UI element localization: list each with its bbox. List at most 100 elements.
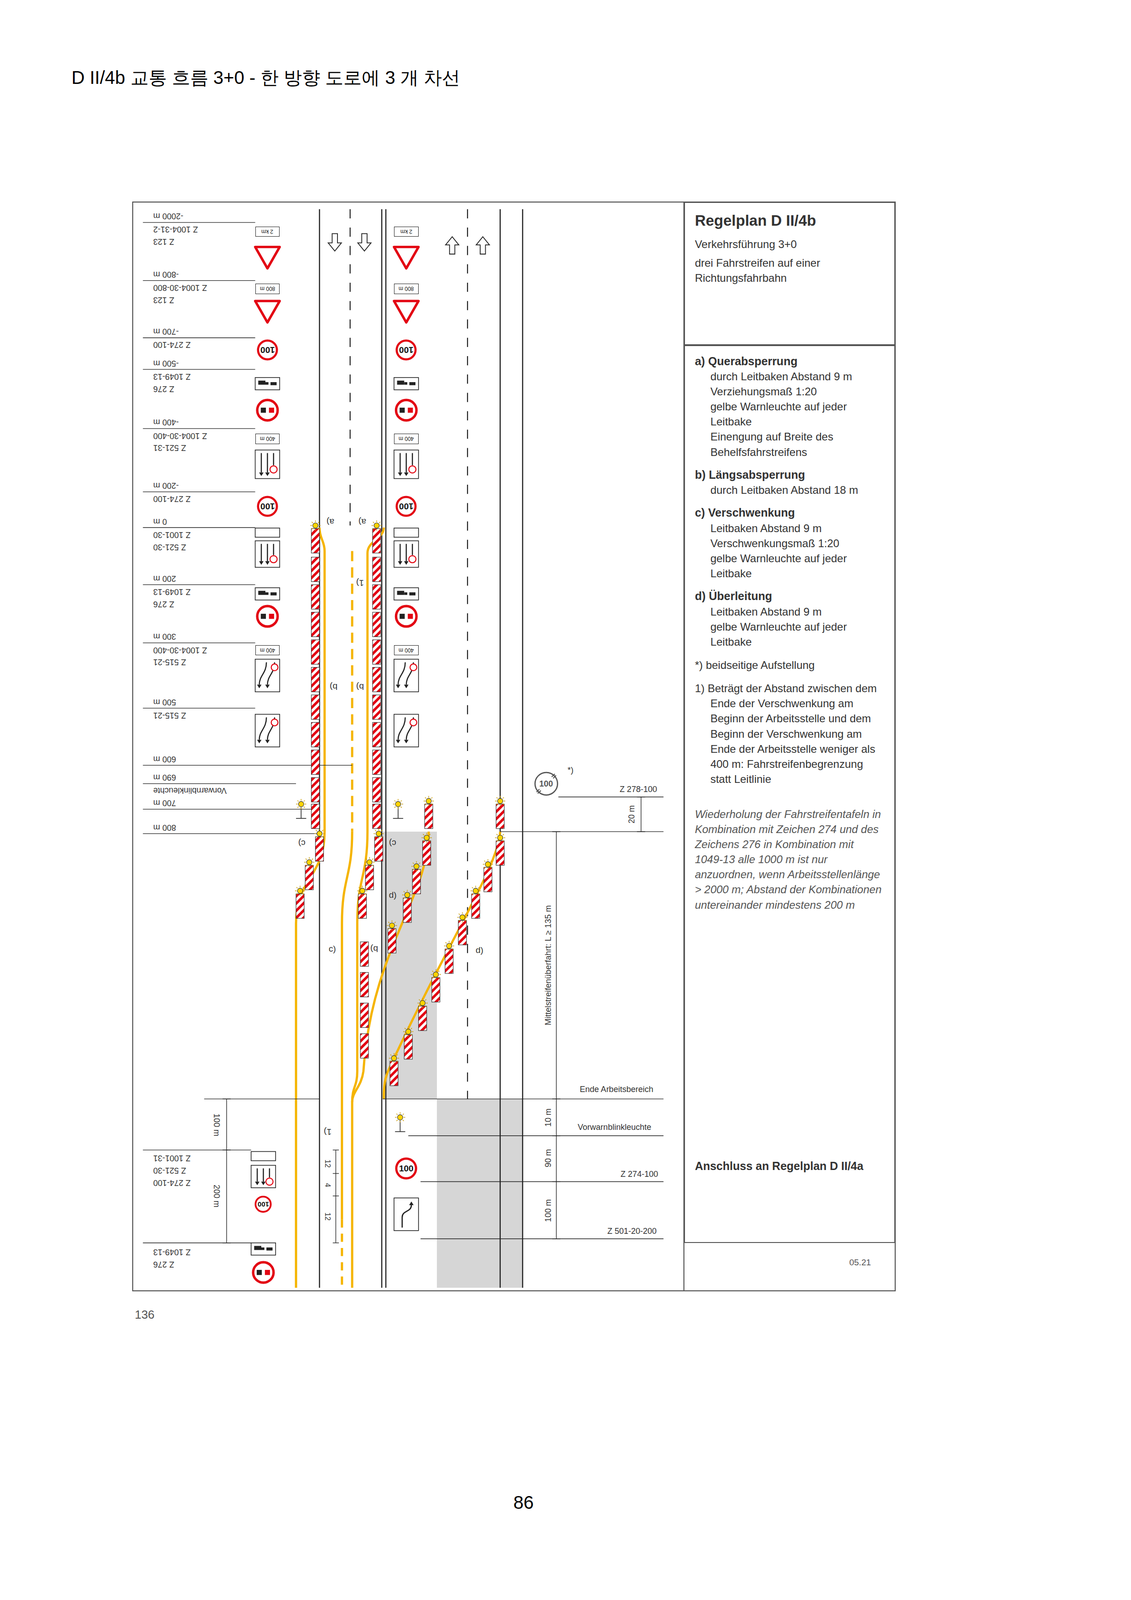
lamp-ray: [393, 1053, 395, 1055]
lamp-ray: [309, 857, 310, 860]
sign-text: 800 m: [259, 285, 275, 292]
lamp-ray: [312, 861, 315, 863]
lane-arrow: [259, 717, 267, 740]
speed-sign: 100: [395, 339, 417, 361]
guide-beacon: [471, 893, 480, 919]
label-anchor: Z 521-30: [153, 1165, 187, 1176]
edge-line: [385, 209, 387, 1288]
station-line: [142, 527, 255, 528]
lane-arrow: [402, 1205, 412, 1228]
note-text: 1) Beträgt der Abstand zwischen dem Ende…: [695, 680, 885, 787]
lamp-ray: [496, 803, 498, 805]
lamp-ray: [448, 949, 450, 952]
label-anchor: Z 276: [153, 383, 175, 394]
lamp-ray: [303, 806, 305, 808]
lamp-ray: [316, 836, 317, 838]
label-anchor: 600 m: [153, 754, 177, 764]
label-anchor: b): [370, 944, 379, 955]
lamp-ray: [428, 796, 429, 799]
lamp-ray: [302, 893, 304, 895]
distance-plate: 2 km: [394, 226, 419, 237]
edge-line: [318, 209, 320, 1288]
arrow-head: [257, 739, 262, 744]
label-anchor: Z 274-100: [153, 1177, 191, 1188]
yellow-line: [295, 527, 325, 1288]
warning-lamp: [373, 523, 380, 529]
guide-beacon: [372, 750, 381, 775]
lamp-ray: [364, 887, 366, 889]
label-anchor: Z 123: [153, 295, 175, 305]
lamp-ray: [400, 806, 402, 808]
lamp-ray: [503, 837, 506, 839]
lane-arrow: [405, 544, 407, 562]
warning-lamp: [397, 1115, 404, 1121]
lamp-ray: [315, 520, 316, 523]
sign-label: Vorwarnblinkleuchte: [577, 1122, 652, 1133]
lamp-ray: [425, 797, 426, 799]
lamp-ray: [390, 1054, 392, 1056]
lamp-ray: [499, 841, 501, 844]
lamp-ray: [410, 1034, 412, 1036]
yellow-line: [352, 527, 384, 1288]
speed-disc: [271, 719, 279, 727]
lamp-ray: [393, 804, 395, 805]
guide-beacon: [412, 869, 421, 895]
lamp-ray: [431, 803, 433, 805]
lane-arrow: [266, 544, 268, 562]
arrow-head: [265, 739, 270, 744]
leader-line: [142, 1242, 251, 1244]
lamp-ray: [371, 525, 374, 526]
callout-letter: a): [326, 516, 335, 527]
arrow-head: [404, 472, 409, 477]
lamp-ray: [431, 797, 433, 799]
dimension-tick: [222, 1242, 231, 1244]
lamp-ray: [305, 865, 307, 867]
lamp-ray: [479, 890, 482, 892]
station-line: [142, 428, 255, 429]
callout-number: 1): [323, 1126, 332, 1137]
speed-disc: [408, 555, 416, 564]
arrow-head: [395, 739, 401, 744]
guide-beacon: [311, 584, 320, 610]
station-label: -200 m: [153, 480, 179, 491]
station-label: Z 274-100: [153, 1177, 191, 1188]
label-anchor: 0 m: [153, 516, 167, 527]
lamp-ray: [432, 800, 435, 802]
guide-beacon: [311, 639, 320, 665]
lane-arrow: [259, 662, 267, 685]
note-text: Leitbaken Abstand 9 m: [695, 520, 885, 536]
leader-line: [420, 1181, 664, 1183]
guide-beacon: [311, 667, 320, 693]
guide-beacon: [360, 972, 369, 998]
lamp-post: [394, 1131, 405, 1133]
label-anchor: 1): [356, 577, 364, 588]
lamp-ray: [466, 917, 468, 918]
lamp-ray: [314, 833, 317, 835]
truck-plate: [251, 1243, 276, 1256]
station-label: Z 276: [153, 383, 175, 394]
plan-title: Regelplan D II/4b: [695, 210, 885, 232]
guide-beacon: [372, 804, 381, 829]
label-anchor: 10 m: [543, 1107, 554, 1129]
sign-ring: [396, 496, 416, 516]
lamp-ray: [482, 864, 485, 865]
no-overtaking-sign: [395, 399, 417, 421]
sign-text: 800 m: [398, 285, 414, 292]
callout-letter: b): [370, 944, 379, 955]
car-symbol: [256, 1270, 262, 1276]
label-anchor: 12: [323, 1211, 332, 1223]
leader-line: [204, 1099, 320, 1100]
truck-plate: [394, 587, 419, 601]
station-label: Z 521-30: [153, 1165, 187, 1176]
guide-beacon: [403, 897, 412, 923]
label-anchor: Vorwarnblinkleuchte: [577, 1122, 652, 1133]
leader-line: [555, 831, 557, 1240]
station-label: 300 m: [153, 631, 177, 642]
lamp-ray: [311, 521, 313, 523]
yellow-line: [352, 831, 429, 1103]
warning-lamp: [497, 835, 504, 841]
edge-line: [499, 209, 501, 1288]
lane-line: [349, 209, 351, 526]
dimension-tick: [552, 1135, 561, 1137]
